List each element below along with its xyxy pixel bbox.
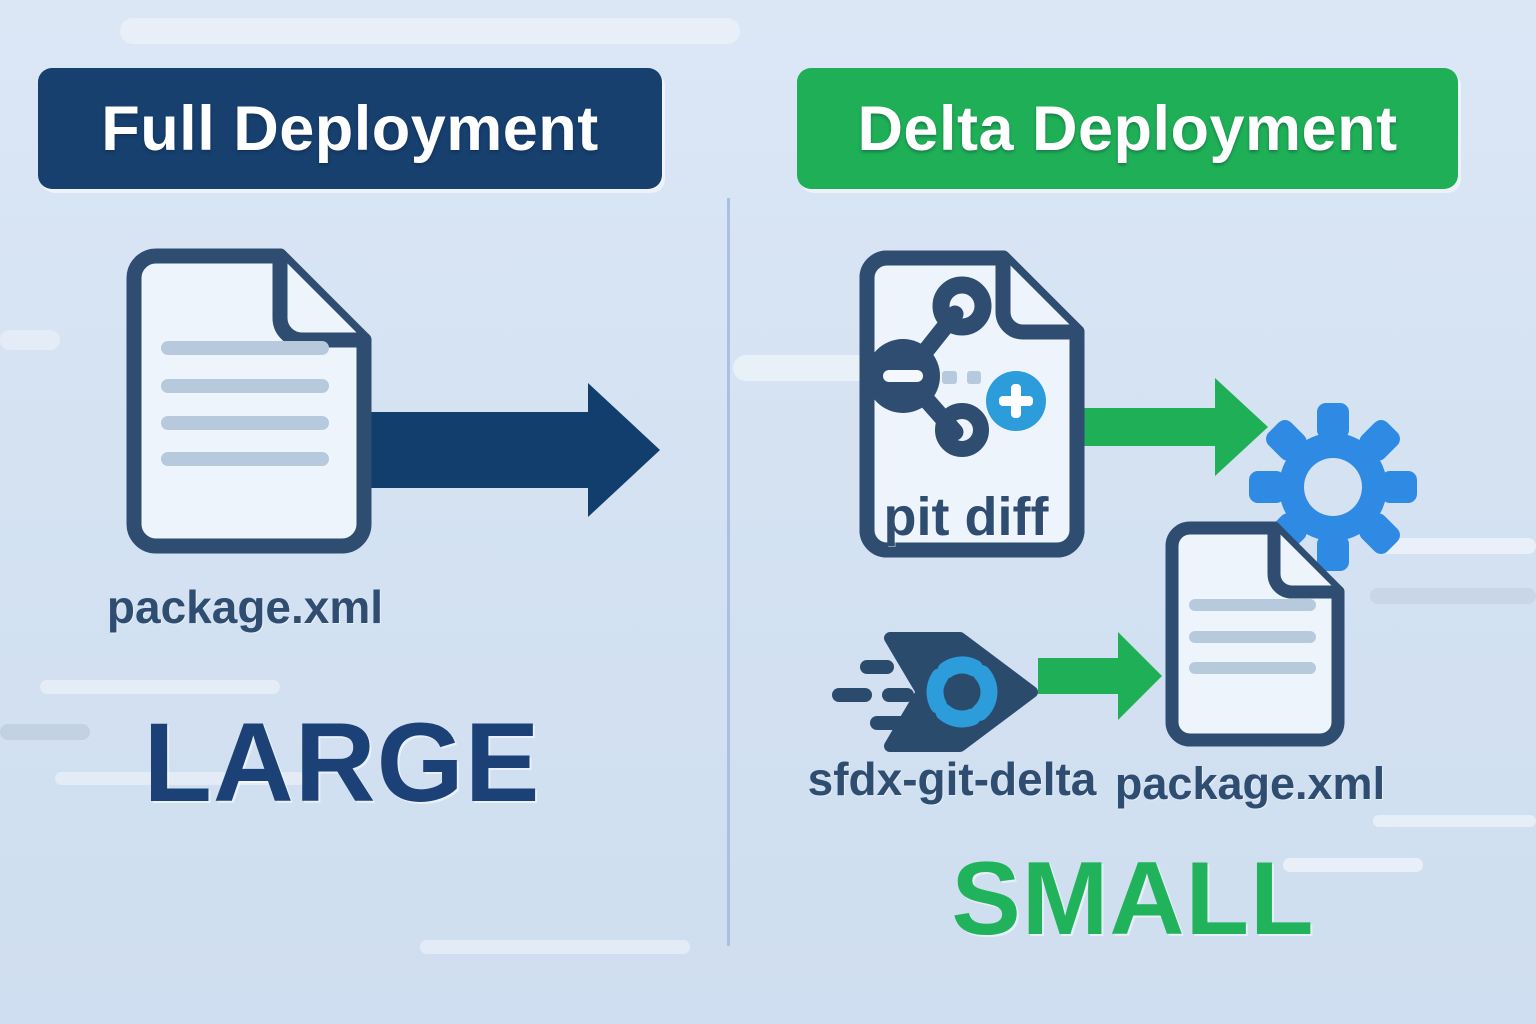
speed-line-icon (860, 660, 894, 674)
background-streak (1370, 588, 1536, 604)
speed-line-icon (832, 688, 872, 702)
gear-icon (1249, 403, 1417, 571)
speed-line-icon (882, 688, 914, 702)
delta-package-file-icon (1165, 521, 1345, 747)
background-streak (120, 18, 740, 44)
package-xml-label: package.xml (106, 581, 384, 633)
delta-deploy-arrow-top-icon (1082, 378, 1268, 476)
background-streak (1283, 858, 1423, 872)
column-divider (727, 198, 730, 946)
pit-diff-label: pit diff (883, 487, 1049, 547)
background-streak (420, 940, 690, 954)
small-size-label: SMALL (951, 841, 1315, 957)
speed-line-icon (870, 716, 926, 730)
background-streak (40, 680, 280, 694)
pit-diff-file-icon (859, 250, 1085, 558)
background-streak (55, 772, 305, 785)
minus-icon (883, 370, 923, 382)
delta-deployment-header: Delta Deployment (797, 68, 1458, 189)
background-streak (0, 724, 90, 740)
git-branch-icon (866, 276, 1046, 457)
large-size-label: LARGE (143, 700, 541, 825)
background-streak (1380, 538, 1536, 554)
sfdx-git-delta-label: sfdx-git-delta (807, 753, 1097, 805)
gear-swirl-icon (926, 656, 998, 728)
sfdx-git-delta-icon (832, 632, 1038, 752)
full-deploy-arrow-icon (368, 383, 660, 517)
delta-package-xml-label: package.xml (1114, 758, 1386, 809)
full-deployment-header: Full Deployment (38, 68, 662, 189)
package-xml-file-icon (126, 248, 372, 554)
background-streak (0, 330, 60, 350)
plus-circle-icon (986, 371, 1046, 431)
delta-deploy-arrow-bottom-icon (1038, 632, 1162, 720)
background-streak (1373, 815, 1536, 827)
